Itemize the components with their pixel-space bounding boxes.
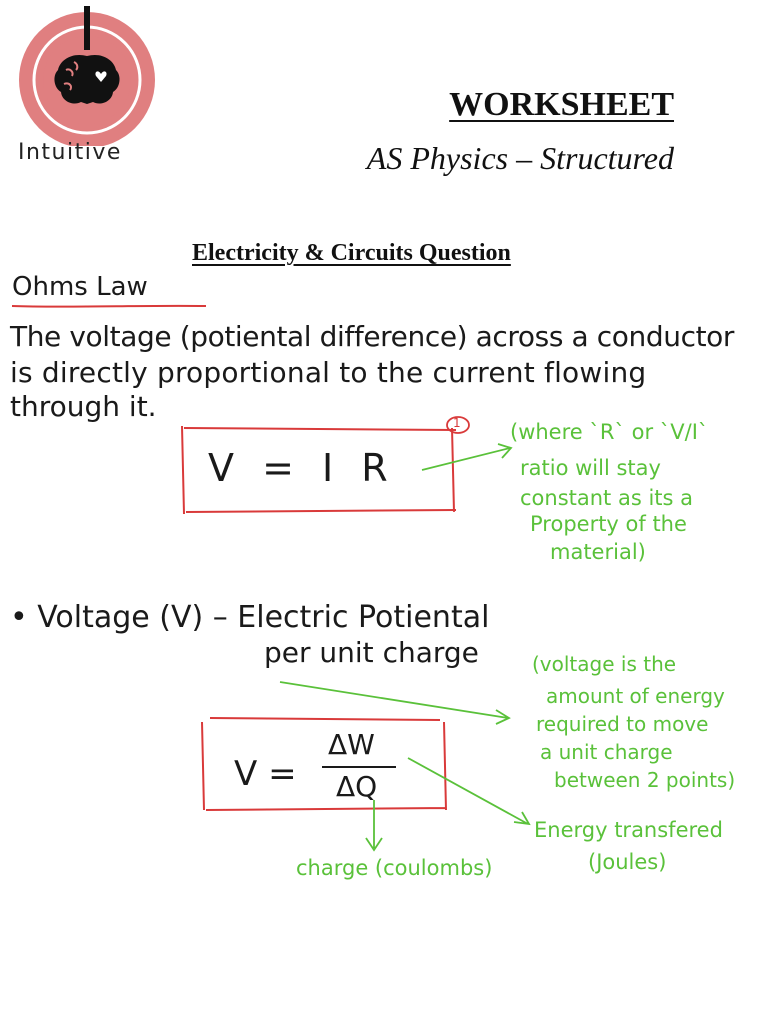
arrow-to-energy (407, 757, 531, 826)
ohm-annotation-2: ratio will stay (520, 456, 661, 480)
arrow-to-annotation (421, 443, 513, 471)
ohm-annotation-5: material) (550, 540, 646, 564)
energy-label-1: Energy transfered (534, 818, 723, 842)
voltage-formula-box (201, 717, 447, 811)
worksheet-subtitle: AS Physics – Structured (366, 140, 674, 176)
energy-label-2: (Joules) (588, 850, 667, 874)
ohm-formula-box (181, 425, 457, 515)
formula2-denominator: ΔQ (336, 770, 378, 803)
definition-line-1: The voltage (potiental difference) acros… (10, 320, 734, 353)
logo: Intuitive (14, 6, 164, 171)
section-title: Electricity & Circuits Question (192, 240, 511, 266)
marker-circle (446, 416, 470, 434)
ohm-annotation-4: Property of the (530, 512, 687, 536)
voltage-annotation-1: (voltage is the (532, 652, 677, 676)
worksheet-title: WORKSHEET (449, 86, 674, 123)
arrow-to-charge (365, 800, 383, 852)
voltage-annotation-2: amount of energy (546, 684, 725, 708)
ohm-annotation-3: constant as its a (520, 486, 694, 510)
marker-number: 1 (453, 416, 461, 430)
voltage-bullet-line-1: • Voltage (V) – Electric Potiental (10, 600, 490, 635)
logo-text: Intuitive (18, 140, 122, 165)
voltage-annotation-5: between 2 points) (554, 768, 736, 792)
ohm-formula: V = I R (208, 446, 396, 490)
arrow-to-voltage-annotation (279, 681, 511, 725)
heading-underline (11, 304, 207, 308)
logo-brain-icon (19, 6, 155, 148)
voltage-bullet-line-2: per unit charge (264, 636, 479, 669)
voltage-annotation-3: required to move (536, 712, 709, 736)
ohm-annotation-1: (where `R` or `V/I` (510, 420, 709, 444)
ohms-law-heading: Ohms Law (12, 272, 148, 302)
fraction-bar (322, 766, 396, 768)
formula2-numerator: ΔW (328, 728, 375, 761)
charge-label: charge (coulombs) (296, 856, 493, 880)
definition-line-3: through it. (10, 390, 157, 423)
definition-line-2: is directly proportional to the current … (10, 356, 647, 389)
formula2-lhs: V = (234, 754, 297, 794)
voltage-annotation-4: a unit charge (540, 740, 673, 764)
